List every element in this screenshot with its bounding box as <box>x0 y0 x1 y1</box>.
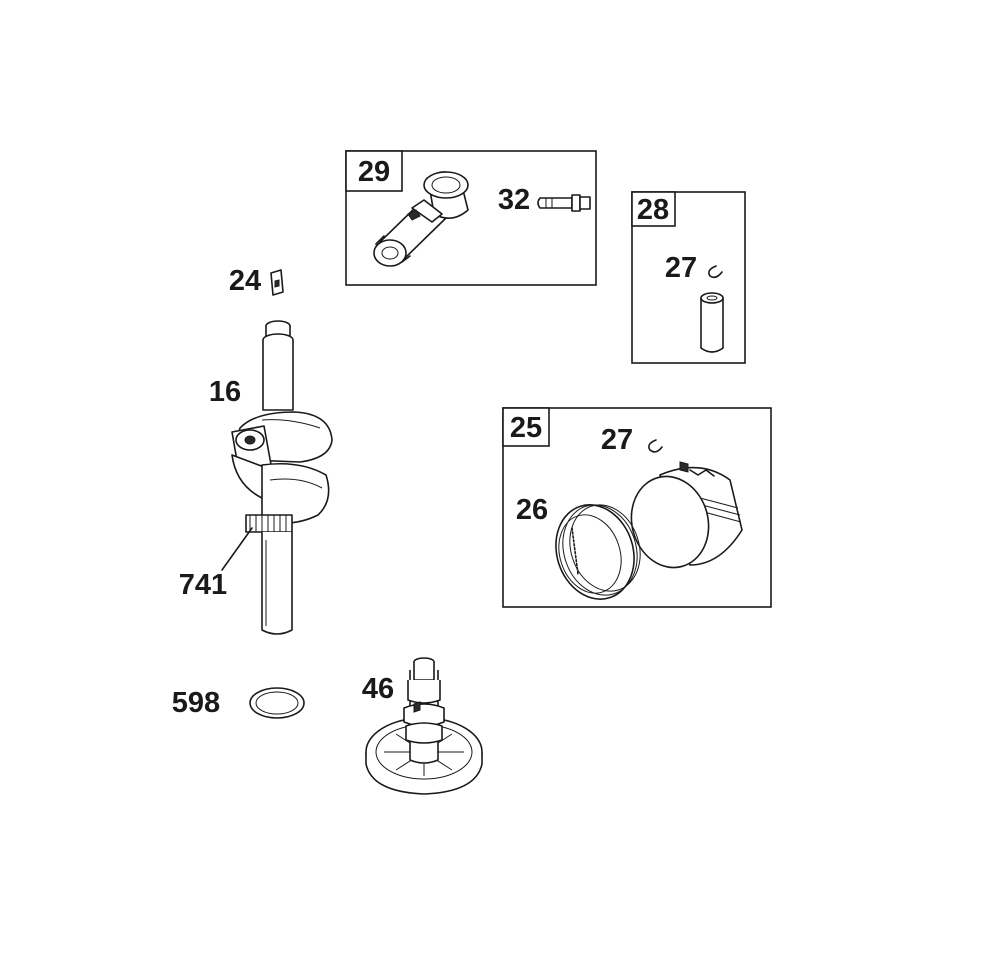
piston-pin-kit-label[interactable]: 28 <box>637 194 669 226</box>
piston-part[interactable] <box>621 461 743 576</box>
piston-assembly-tag <box>502 407 550 447</box>
piston-rings-label[interactable]: 26 <box>516 494 548 526</box>
piston-retainer-clip[interactable] <box>648 439 663 453</box>
connecting-rod-part[interactable] <box>373 171 469 267</box>
piston-rings-part[interactable] <box>544 495 651 610</box>
camshaft-label[interactable]: 46 <box>362 673 394 705</box>
piston-retainer-label[interactable]: 27 <box>601 424 633 456</box>
piston-pin-kit-frame <box>631 191 746 364</box>
oil-seal-ring-label[interactable]: 598 <box>172 687 220 719</box>
piston-pin-kit-tag <box>631 191 676 227</box>
piston-pin-kit-group: 28 27 <box>631 191 746 364</box>
oil-seal-ring-part[interactable] <box>249 687 305 719</box>
connecting-rod-kit-tag <box>345 150 403 192</box>
connecting-rod-kit-group: 29 32 <box>345 150 597 286</box>
connecting-rod-kit-frame <box>345 150 597 286</box>
piston-assembly-label[interactable]: 25 <box>510 412 542 444</box>
rod-bolt-part[interactable] <box>537 194 591 212</box>
pin-retainer-label[interactable]: 27 <box>665 252 697 284</box>
piston-assembly-group: 25 27 26 <box>502 407 772 610</box>
crankshaft-key-part[interactable] <box>270 269 284 296</box>
connecting-rod-kit-label[interactable]: 29 <box>358 156 390 188</box>
timing-gear-label[interactable]: 741 <box>179 569 227 601</box>
timing-gear-leader <box>221 527 253 571</box>
crankshaft-label[interactable]: 16 <box>209 376 241 408</box>
piston-pin-part[interactable] <box>700 292 724 353</box>
piston-assembly-frame <box>502 407 772 608</box>
crankshaft-key-label[interactable]: 24 <box>229 265 261 297</box>
rod-bolt-label[interactable]: 32 <box>498 184 530 216</box>
pin-retainer-clip[interactable] <box>708 265 723 279</box>
camshaft-part[interactable] <box>365 657 483 795</box>
crankshaft-part[interactable] <box>231 320 333 635</box>
